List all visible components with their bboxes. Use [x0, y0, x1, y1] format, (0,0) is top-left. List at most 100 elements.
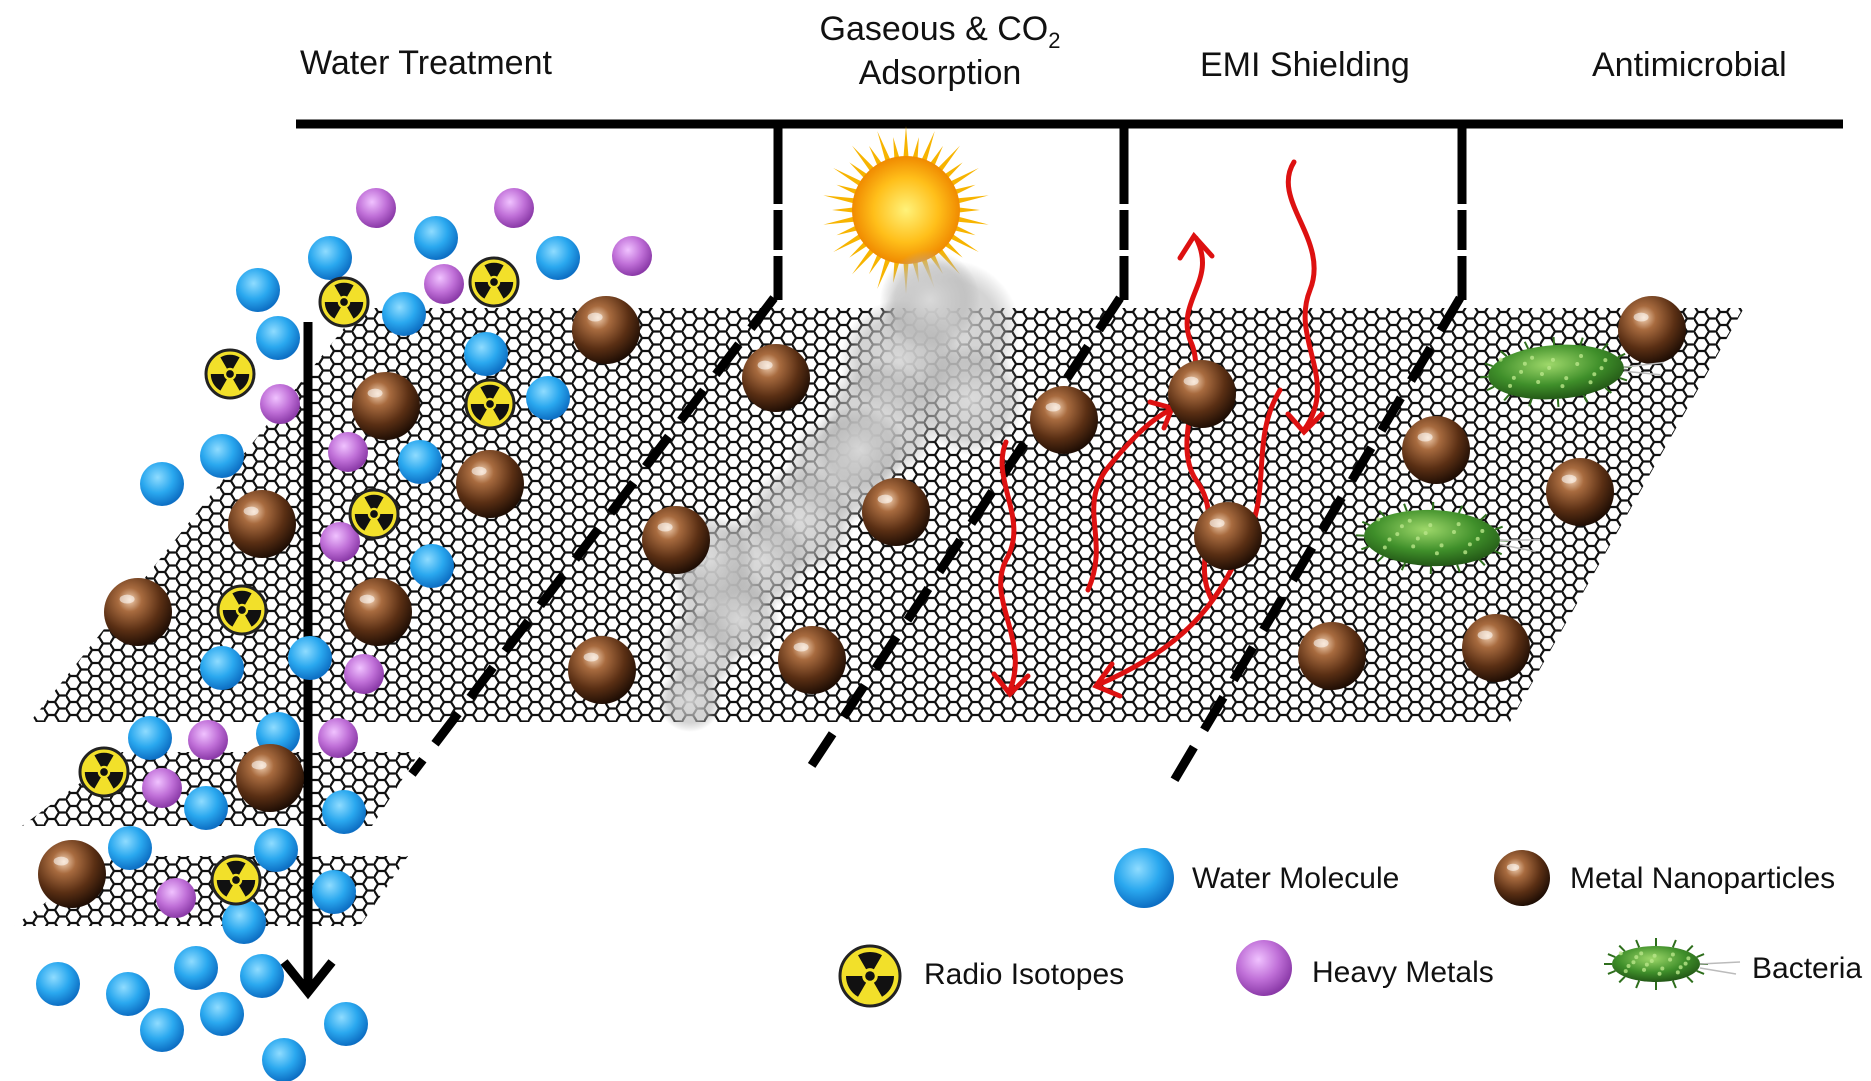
heavy-metal	[318, 718, 358, 758]
metal-nanoparticle	[1030, 386, 1098, 454]
bacteria-icon	[1604, 938, 1741, 990]
category-antimicrobial: Antimicrobial	[1592, 46, 1787, 84]
heavy-metal	[344, 654, 384, 694]
water-molecule	[322, 790, 366, 834]
emi-wave-1-arrowhead	[1285, 411, 1325, 436]
water-molecule	[174, 946, 218, 990]
metal-nanoparticle	[1462, 614, 1530, 682]
water-molecule	[240, 954, 284, 998]
radioactive-icon	[216, 584, 268, 636]
metal-nanoparticle	[568, 636, 636, 704]
heavy-metal	[328, 432, 368, 472]
category-bracket	[296, 119, 1843, 300]
metal-nanoparticle	[1546, 458, 1614, 526]
water-molecule	[324, 1002, 368, 1046]
legend-label-radio: Radio Isotopes	[924, 958, 1125, 991]
metal-nanoparticle	[778, 626, 846, 694]
heavy-metal	[424, 264, 464, 304]
bacteria-icon	[1480, 337, 1664, 407]
emi-wave-5-arrowhead	[1092, 661, 1123, 699]
metal-nanoparticle	[572, 296, 640, 364]
metal-nanoparticle	[228, 490, 296, 558]
emi-wave-2-arrowhead	[1177, 231, 1215, 261]
metal-nanoparticles	[38, 296, 1686, 908]
water-molecule	[256, 316, 300, 360]
metal-nanoparticle	[38, 840, 106, 908]
metal-nanoparticle	[1298, 622, 1366, 690]
water-molecule	[398, 440, 442, 484]
heavy-metal	[612, 236, 652, 276]
legend-label-heavy: Heavy Metals	[1312, 956, 1494, 989]
water-molecule	[1114, 848, 1174, 908]
metal-nanoparticle	[1168, 360, 1236, 428]
water-molecule	[200, 992, 244, 1036]
water-molecule	[200, 646, 244, 690]
heavy-metal	[494, 188, 534, 228]
metal-nanoparticle	[862, 478, 930, 546]
water-molecule	[464, 332, 508, 376]
radioactive-icon	[838, 944, 902, 1008]
water-molecule	[536, 236, 580, 280]
metal-nanoparticle	[742, 344, 810, 412]
smoke-puff	[880, 250, 980, 350]
water-molecule	[200, 434, 244, 478]
water-molecule	[106, 972, 150, 1016]
metal-nanoparticle	[352, 372, 420, 440]
emi-wave-3-arrowhead	[991, 671, 1031, 698]
legend-label-bacteria: Bacteria	[1752, 952, 1863, 985]
metal-nanoparticle	[1194, 502, 1262, 570]
heavy-metal	[320, 522, 360, 562]
category-emi-shielding: EMI Shielding	[1200, 46, 1410, 84]
smoke-puff	[915, 345, 1025, 455]
water-molecule	[108, 826, 152, 870]
category-gas-line1: Gaseous & CO	[819, 10, 1049, 48]
water-molecule	[308, 236, 352, 280]
water-molecule	[184, 786, 228, 830]
category-gas-line2: Adsorption	[858, 53, 1022, 92]
heavy-metal	[156, 878, 196, 918]
water-molecule	[140, 462, 184, 506]
emi-wave-3	[998, 439, 1018, 693]
smoke-puff	[815, 405, 905, 495]
water-molecules	[36, 216, 580, 1081]
legend	[838, 848, 1741, 1008]
legend-label-metal: Metal Nanoparticles	[1570, 862, 1836, 895]
water-molecule	[382, 292, 426, 336]
metal-nanoparticle	[642, 506, 710, 574]
water-molecule	[236, 268, 280, 312]
water-molecule	[414, 216, 458, 260]
heavy-metal	[356, 188, 396, 228]
water-molecule	[312, 870, 356, 914]
metal-nanoparticle	[236, 744, 304, 812]
metal-nanoparticle	[456, 450, 524, 518]
metal-nanoparticle	[1618, 296, 1686, 364]
heavy-metal	[188, 720, 228, 760]
radioactive-icon	[468, 256, 520, 308]
smoke-puff	[658, 668, 722, 732]
radioactive-icon	[210, 854, 262, 906]
radio-isotopes	[78, 256, 520, 906]
category-water-treatment: Water Treatment	[300, 44, 552, 82]
water-molecule	[288, 636, 332, 680]
water-molecule	[526, 376, 570, 420]
water-molecule	[128, 716, 172, 760]
water-molecule	[262, 1038, 306, 1081]
heavy-metals	[142, 188, 652, 918]
bacteria	[1356, 337, 1664, 575]
water-molecule	[222, 900, 266, 944]
water-molecule	[254, 828, 298, 872]
section-dividers	[408, 295, 1464, 787]
water-molecule	[36, 962, 80, 1006]
emi-wave-1	[1285, 159, 1320, 433]
heavy-metal	[260, 384, 300, 424]
radioactive-icon	[348, 488, 400, 540]
bacteria-icon	[1356, 501, 1541, 575]
legend-label-water: Water Molecule	[1192, 862, 1400, 895]
metal-nanoparticle	[1494, 850, 1550, 906]
heavy-metal	[142, 768, 182, 808]
radioactive-icon	[204, 348, 256, 400]
water-molecule	[140, 1008, 184, 1052]
heavy-metal	[1236, 940, 1292, 996]
